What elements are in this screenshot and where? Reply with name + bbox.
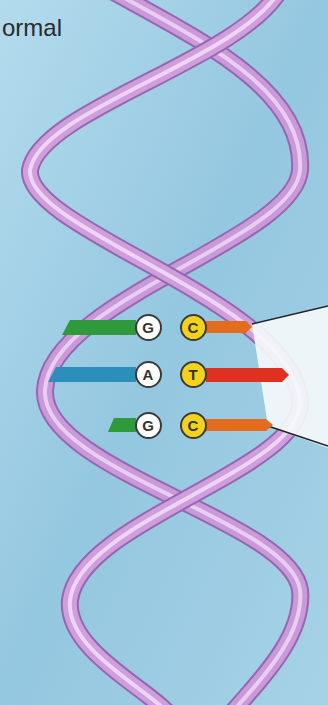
base-circle: G bbox=[135, 314, 162, 341]
base-letter: C bbox=[188, 320, 199, 335]
base-circle: T bbox=[180, 361, 207, 388]
heading: ormal bbox=[2, 14, 62, 42]
leader-line bbox=[252, 306, 328, 324]
base-letter: C bbox=[188, 418, 199, 433]
base-circle: C bbox=[180, 314, 207, 341]
base-bars bbox=[48, 320, 289, 432]
base-circle: C bbox=[180, 412, 207, 439]
base-letter: T bbox=[188, 367, 197, 382]
leader-line bbox=[268, 426, 328, 446]
base-circle: G bbox=[135, 412, 162, 439]
base-letter: G bbox=[142, 418, 154, 433]
base-circle: A bbox=[135, 361, 162, 388]
base-letter: A bbox=[143, 367, 154, 382]
base-letter: G bbox=[142, 320, 154, 335]
